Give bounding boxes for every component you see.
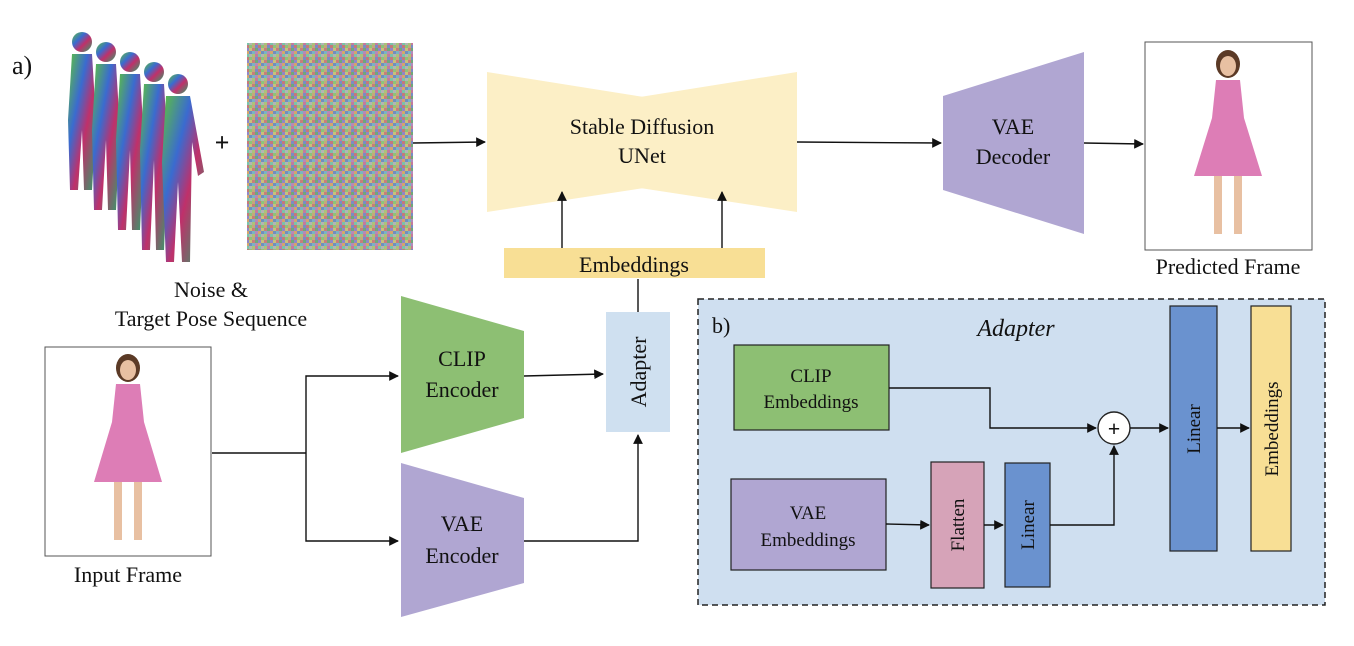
adapter-box — [606, 312, 670, 432]
vae-embeddings-line1: VAE — [790, 503, 827, 524]
pose-figure — [140, 62, 168, 250]
predicted-frame-caption: Predicted Frame — [1156, 254, 1301, 279]
arrow-decoder-to-output — [1083, 138, 1144, 149]
arrow-linear-to-add — [1050, 445, 1119, 526]
arrow-clip-emb-to-add — [889, 387, 1097, 433]
linear-tall-label: Linear — [1184, 404, 1205, 454]
flatten-label: Flatten — [948, 498, 969, 551]
vae-embeddings-line2: Embeddings — [761, 530, 856, 551]
embeddings-bar — [504, 248, 765, 278]
panel-b-title: Adapter — [975, 316, 1055, 342]
linear-tall-box — [1169, 305, 1218, 552]
unet-label-line2: UNet — [618, 143, 666, 168]
panel-a-connectors — [212, 137, 1144, 546]
linear-small-label: Linear — [1018, 500, 1039, 550]
adapter-box-label: Adapter — [626, 336, 651, 408]
clip-embeddings-box — [733, 344, 890, 431]
arrow-vae-to-adapter — [524, 434, 643, 542]
unet-right-shape — [640, 72, 797, 212]
clip-encoder-label-line2: Encoder — [425, 377, 499, 402]
pose-figure — [68, 32, 96, 190]
panel-a-label: a) — [12, 51, 32, 80]
add-operator-label: + — [1108, 416, 1121, 441]
vae-encoder-shape — [401, 463, 524, 617]
flatten-box — [930, 461, 985, 589]
arrow-input-to-vae — [305, 453, 399, 546]
vae-decoder-shape — [943, 52, 1084, 234]
vae-decoder-label-line1: VAE — [992, 114, 1034, 139]
arrow-unet-to-decoder — [796, 138, 942, 148]
arrow-input-to-clip — [305, 371, 399, 453]
input-frame-person — [94, 354, 162, 540]
clip-encoder-shape — [401, 296, 524, 453]
clip-embeddings-line1: CLIP — [790, 366, 831, 387]
arrow-clip-to-adapter — [523, 369, 604, 380]
arrow-vae-emb-to-flatten — [885, 519, 930, 530]
panel-b-label: b) — [712, 313, 730, 338]
noise-pose-caption-line2: Target Pose Sequence — [115, 306, 307, 331]
pose-figure — [116, 52, 144, 230]
panel-b-connectors — [885, 387, 1250, 530]
vae-encoder-label-line2: Encoder — [425, 543, 499, 568]
pose-figure — [162, 74, 204, 262]
pose-sequence-figures — [68, 32, 204, 262]
clip-encoder-label-line1: CLIP — [438, 346, 486, 371]
input-frame-caption: Input Frame — [74, 562, 182, 587]
embeddings-out-label: Embeddings — [1262, 382, 1283, 477]
unet-label-line1: Stable Diffusion — [570, 114, 714, 139]
noise-pose-caption-line1: Noise & — [174, 277, 248, 302]
embeddings-out-box — [1250, 305, 1292, 552]
pose-figure — [92, 42, 120, 210]
vae-embeddings-box — [730, 478, 887, 571]
noise-image — [247, 43, 413, 250]
arrow-noise-to-unet — [412, 137, 486, 148]
predicted-frame-person — [1194, 50, 1262, 234]
clip-embeddings-line2: Embeddings — [764, 392, 859, 413]
unet-left-shape — [487, 72, 644, 212]
embeddings-bar-label: Embeddings — [579, 252, 689, 277]
plus-sign: + — [215, 128, 230, 157]
vae-encoder-label-line1: VAE — [441, 511, 483, 536]
vae-decoder-label-line2: Decoder — [976, 144, 1051, 169]
